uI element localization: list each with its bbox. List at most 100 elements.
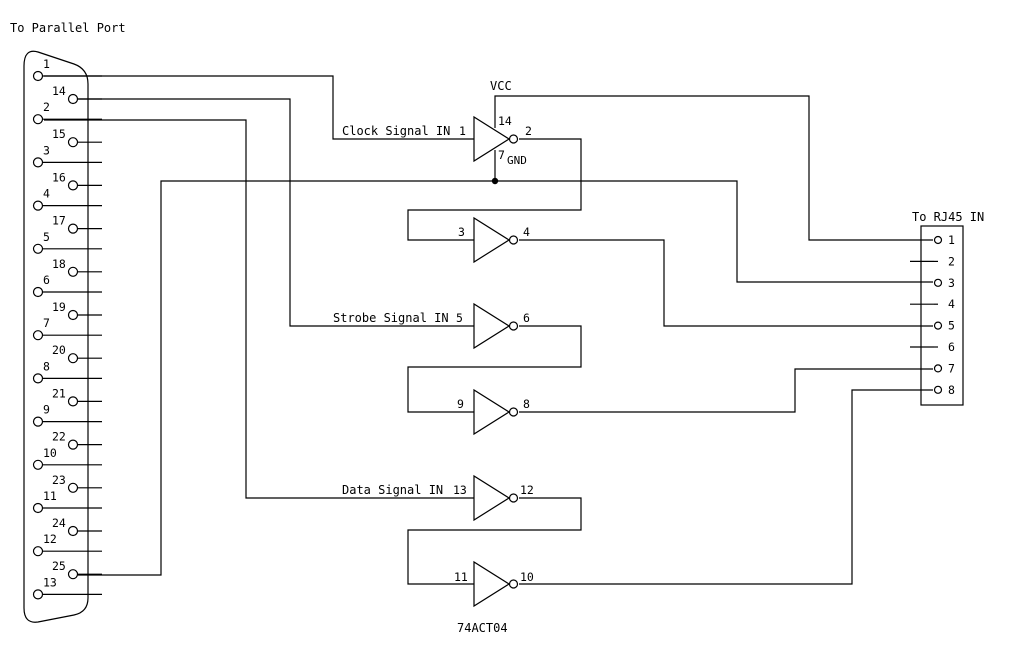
db25-pin-number: 8	[43, 359, 50, 373]
db25-pin-circle	[32, 330, 44, 341]
db25-pin-number: 11	[43, 489, 57, 503]
db25-pin-10: 10	[32, 446, 102, 470]
rj45-pin-number: 8	[948, 383, 955, 397]
inverter-gate-4: 9 8	[457, 388, 530, 436]
wires	[44, 75, 933, 585]
inverter-triangle	[473, 302, 511, 350]
rj45-pin-number: 2	[948, 254, 955, 268]
wire-g1-g2	[407, 138, 582, 241]
db25-pin-number: 2	[43, 100, 50, 114]
db25-pin-circle	[32, 286, 44, 298]
db25-pin-number: 13	[43, 575, 57, 589]
rj45-pin-1: 1	[933, 233, 955, 247]
db25-pin-circle	[32, 459, 44, 470]
gate4-in-pin: 9	[457, 397, 464, 411]
db25-pin-circle	[67, 93, 79, 105]
rj45-pin-4: 4	[910, 297, 955, 311]
db25-pin-number: 15	[52, 127, 66, 141]
db25-pin-circle	[67, 266, 79, 277]
db25-pin-number: 10	[43, 446, 57, 460]
db25-pin-circle	[32, 70, 44, 82]
db25-pin-number: 1	[43, 57, 50, 71]
inverter-bubble	[508, 321, 519, 331]
db25-pin-circle	[67, 525, 79, 537]
db25-pin-25: 25	[52, 559, 102, 580]
wire-g4-rj45	[519, 368, 933, 413]
rj45-title: To RJ45 IN	[912, 210, 984, 224]
inverter-gate-3: Strobe Signal IN 5 6	[333, 302, 530, 350]
inverter-bubble	[508, 579, 519, 589]
db25-pin-number: 17	[52, 214, 66, 228]
db25-pin-12: 12	[32, 532, 102, 557]
db25-pin-circle	[67, 396, 79, 407]
db25-pin-3: 3	[32, 143, 102, 168]
db25-pin-number: 9	[43, 403, 50, 417]
clock-signal-label: Clock Signal IN	[342, 124, 450, 138]
rj45-pin-circle	[933, 364, 943, 373]
db25-pin-6: 6	[32, 273, 102, 298]
db25-pin-20: 20	[52, 343, 102, 364]
gate1-gnd-pin: 7	[498, 148, 505, 162]
db25-pin-5: 5	[32, 230, 102, 254]
db25-shell	[23, 50, 89, 623]
chip-label: 74ACT04	[457, 621, 508, 635]
db25-pin-number: 22	[52, 430, 66, 444]
wire-g6-rj45	[519, 389, 933, 585]
db25-pin-circle	[32, 589, 44, 600]
inverter-gate-6: 11 10	[454, 560, 534, 608]
inverter-triangle	[473, 115, 511, 163]
db25-pin-21: 21	[52, 386, 102, 407]
gate1-out-pin: 2	[525, 124, 532, 138]
db25-pin-number: 5	[43, 230, 50, 244]
inverter-gate-1: Clock Signal IN 1 2 14 7 VCC GND	[342, 79, 532, 167]
wire-data	[44, 119, 474, 499]
rj45-pin-2: 2	[910, 254, 955, 268]
rj45-pin-number: 5	[948, 319, 955, 333]
wire-vcc	[494, 95, 933, 241]
db25-pin-circle	[32, 416, 44, 427]
gate6-out-pin: 10	[520, 570, 534, 584]
rj45-pin-6: 6	[910, 340, 955, 354]
db25-pin-number: 25	[52, 559, 66, 573]
junction-dot	[491, 177, 499, 185]
inverter-bubble	[508, 493, 519, 503]
gate3-out-pin: 6	[523, 311, 530, 325]
rj45-pin-number: 3	[948, 276, 955, 290]
inverter-triangle	[473, 216, 511, 264]
rj45-pin-7: 7	[933, 361, 955, 375]
db25-pin-1: 1	[32, 57, 102, 82]
inverter-bubble	[508, 235, 519, 245]
parallel-port-title: To Parallel Port	[10, 21, 126, 35]
gate1-vcc-pin: 14	[498, 114, 512, 128]
wire-ground	[78, 180, 933, 576]
db25-pin-number: 19	[52, 300, 66, 314]
db25-pin-number: 12	[43, 532, 57, 546]
inverter-gate-5: Data Signal IN 13 12	[342, 474, 534, 522]
db25-pin-number: 6	[43, 273, 50, 287]
db25-pin-number: 14	[52, 84, 66, 98]
db25-pin-9: 9	[32, 403, 102, 427]
db25-pin-circle	[67, 223, 79, 234]
db25-pin-circle	[32, 200, 44, 211]
db25-pin-number: 7	[43, 316, 50, 330]
db25-pin-14: 14	[52, 84, 102, 105]
db25-pin-18: 18	[52, 257, 102, 277]
rj45-pin-3: 3	[933, 276, 955, 290]
rj45-connector: 1 2 3 4 5 6 7 8	[910, 225, 964, 406]
gnd-label: GND	[507, 154, 527, 167]
rj45-pin-number: 6	[948, 340, 955, 354]
db25-pin-2: 2	[32, 100, 102, 125]
db25-pin-16: 16	[52, 170, 102, 191]
rj45-pin-number: 4	[948, 297, 955, 311]
db25-pin-number: 3	[43, 143, 50, 157]
inverter-triangle	[473, 474, 511, 522]
inverter-gates: Clock Signal IN 1 2 14 7 VCC GND 3 4 Str…	[333, 79, 534, 608]
db25-pin-number: 18	[52, 257, 66, 271]
rj45-pin-circle	[933, 278, 943, 287]
db25-pin-4: 4	[32, 187, 102, 211]
db25-pin-number: 21	[52, 386, 66, 400]
inverter-bubble	[508, 407, 519, 417]
